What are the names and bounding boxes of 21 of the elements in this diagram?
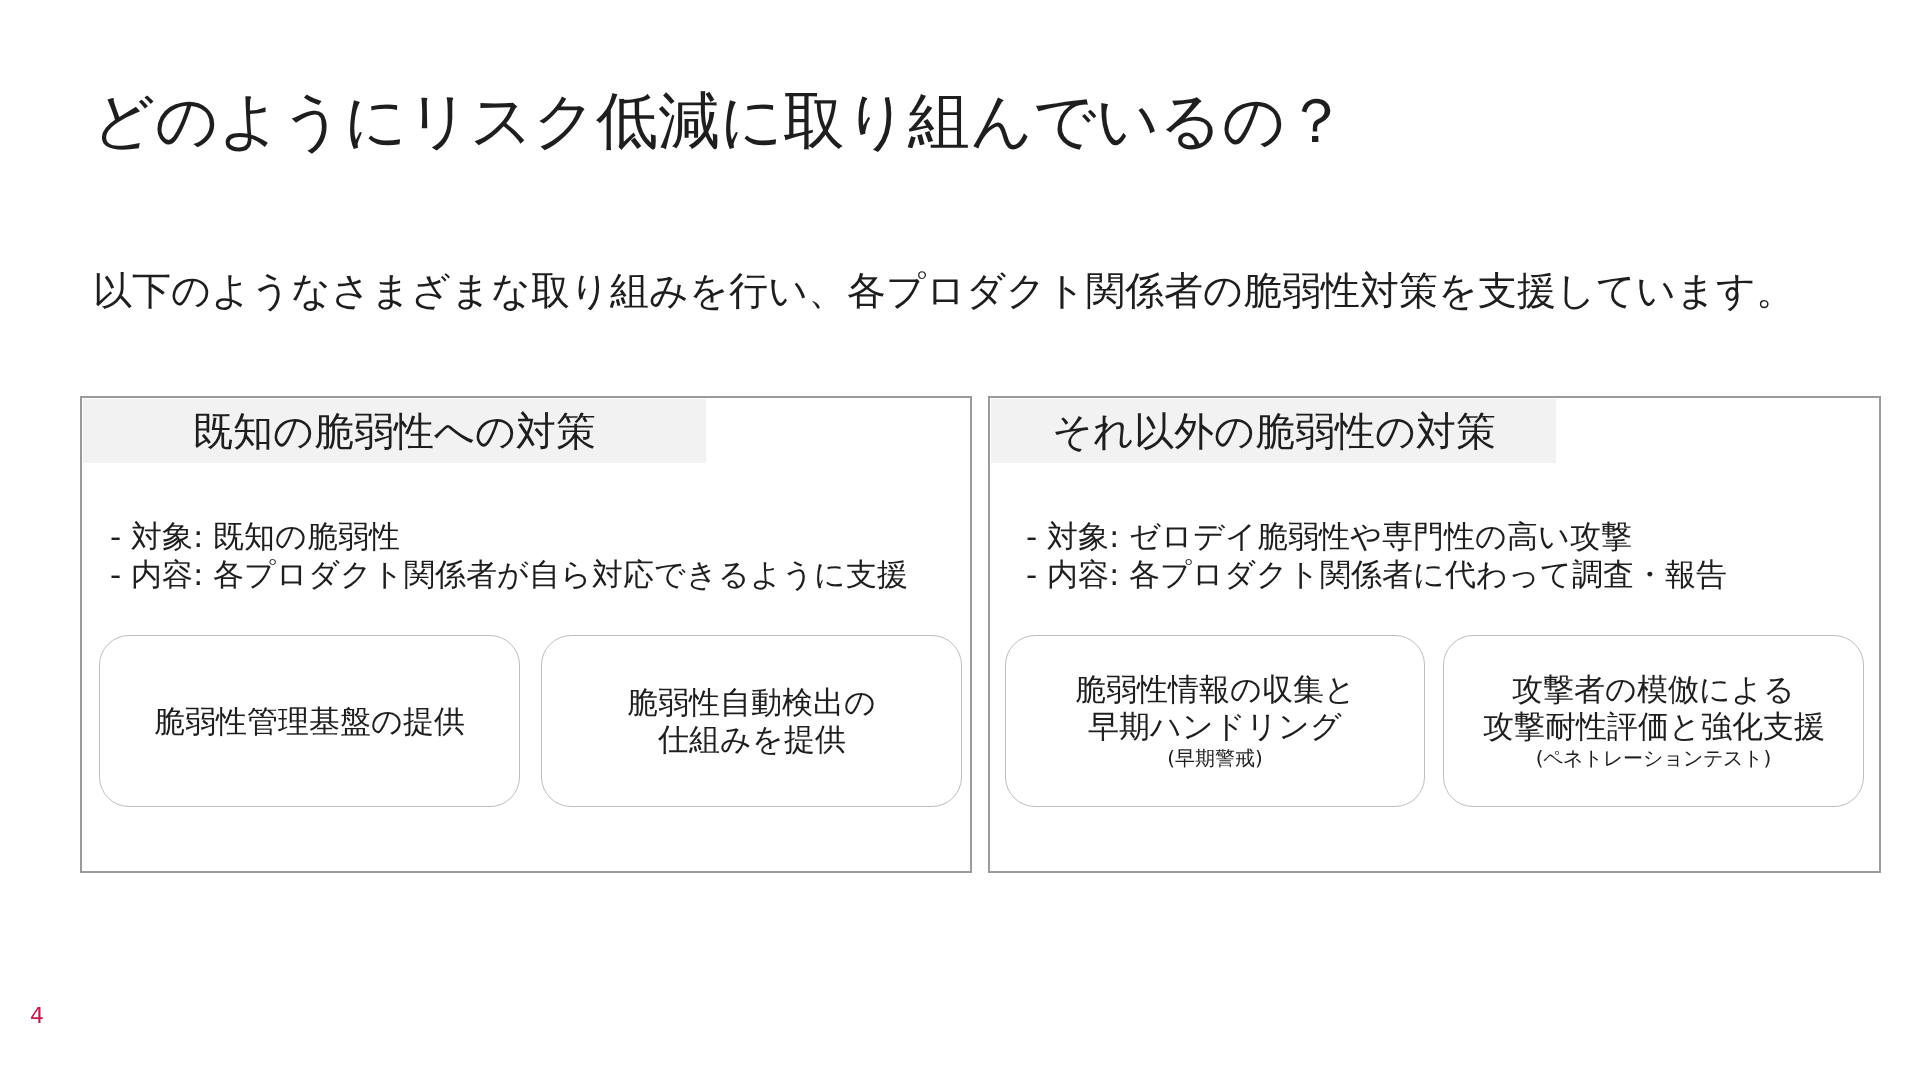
section-panel [80,396,972,873]
page-title: どのようにリスク低減に取り組んでいるの？ [92,84,1347,158]
measure-card [1443,635,1864,807]
page-number: 4 [30,1002,44,1030]
card-title: 脆弱性管理基盤の提供 [154,702,465,740]
card-note: (早期警戒) [1167,745,1263,771]
card-title: 攻撃者の模倣による攻撃耐性評価と強化支援 [1482,671,1825,745]
card-note: (ペネトレーションテスト) [1535,745,1772,771]
bullet-item: - 内容: 各プロダクト関係者に代わって調査・報告 [1026,555,1728,593]
lead-text: 以下のようなさまざまな取り組みを行い、各プロダクト関係者の脆弱性対策を支援しています。 [93,267,1795,315]
measure-card [1005,635,1425,807]
section-panel [988,396,1881,873]
bullet-item: - 内容: 各プロダクト関係者が自ら対応できるように支援 [110,555,909,593]
card-title: 脆弱性情報の収集と早期ハンドリング [1074,671,1356,745]
card-title: 脆弱性自動検出の仕組みを提供 [627,684,876,758]
panel-heading: 既知の脆弱性への対策 [83,399,706,463]
panel-heading: それ以外の脆弱性の対策 [991,399,1556,463]
measure-card [99,635,520,807]
bullet-item: - 対象: 既知の脆弱性 [110,517,401,555]
measure-card [541,635,962,807]
bullet-item: - 対象: ゼロデイ脆弱性や専門性の高い攻撃 [1026,517,1633,555]
